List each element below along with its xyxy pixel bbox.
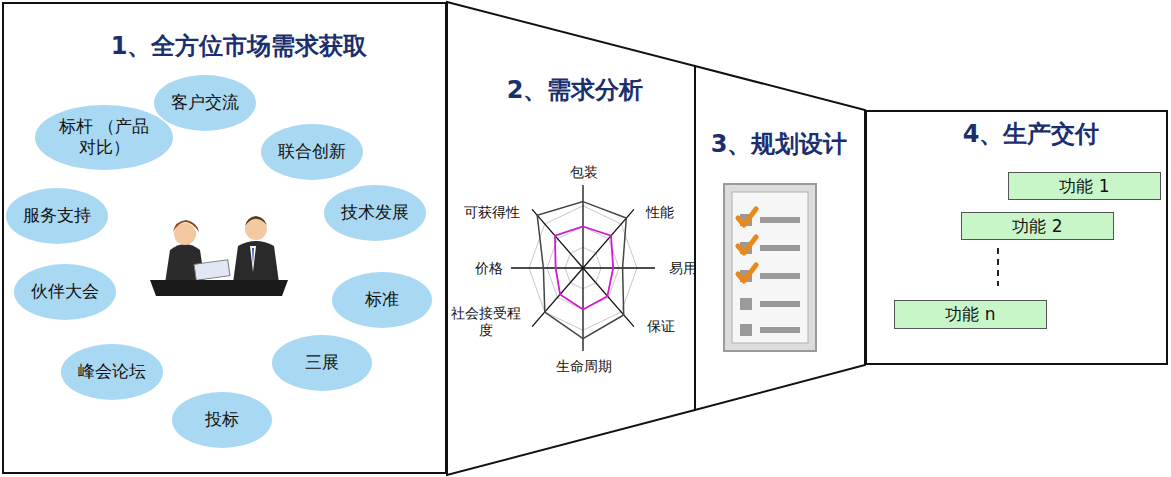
axis-label: 易用 <box>669 260 697 277</box>
axis-label: 保证 <box>647 318 675 335</box>
ellipse-text: 峰会论坛 <box>78 361 146 382</box>
stage-panel: 4、生产交付功能 1 功能 2 功能 n <box>865 110 1168 365</box>
source-ellipse: 投标 <box>172 392 272 448</box>
stage-panel: 2、需求分析 <box>447 2 695 475</box>
function-text: 功能 n <box>945 303 995 326</box>
meeting-illustration <box>150 216 288 296</box>
axis-label: 社会接受程度 <box>449 305 523 339</box>
radar-chart <box>511 185 655 351</box>
ellipse-text: 客户交流 <box>171 92 239 113</box>
axis-label: 生命周期 <box>556 358 612 375</box>
source-ellipse: 三展 <box>272 335 372 391</box>
axis-label: 性能 <box>646 204 674 221</box>
axis-label: 价格 <box>475 260 503 277</box>
ellipse-text: 标杆 （产品对比） <box>52 116 156 159</box>
function-box: 功能 2 <box>961 212 1114 240</box>
ellipse-text: 伙伴大会 <box>31 281 99 302</box>
panel-title: 4、生产交付 <box>963 120 1100 149</box>
panel-title: 1、全方位市场需求获取 <box>111 32 368 61</box>
stage-panel: 3、规划设计 <box>695 66 865 410</box>
ellipse-text: 服务支持 <box>23 205 91 226</box>
source-ellipse: 伙伴大会 <box>14 264 116 320</box>
function-text: 功能 1 <box>1059 175 1109 198</box>
function-box: 功能 n <box>894 300 1047 329</box>
ellipse-text: 三展 <box>305 352 339 373</box>
source-ellipse: 技术发展 <box>324 185 426 241</box>
ellipse-text: 标准 <box>365 289 399 310</box>
dashed-line <box>997 248 999 286</box>
source-ellipse: 标准 <box>332 272 432 328</box>
source-ellipse: 客户交流 <box>154 75 256 131</box>
panel-outline <box>695 66 865 410</box>
checklist-icon <box>724 184 816 351</box>
function-box: 功能 1 <box>1008 172 1161 200</box>
axis-label: 可获得性 <box>464 204 520 221</box>
axis-label: 包装 <box>570 164 598 181</box>
ellipse-text: 投标 <box>205 409 239 430</box>
function-text: 功能 2 <box>1012 215 1062 238</box>
source-ellipse: 峰会论坛 <box>61 344 163 400</box>
ellipse-text: 技术发展 <box>341 202 409 223</box>
panel-outline <box>447 2 695 475</box>
stage-panel: 1、全方位市场需求获取客户交流联合创新技术发展标准三展投标 峰会论坛 伙伴大会 服务支… <box>2 2 447 474</box>
ellipse-text: 联合创新 <box>278 141 346 162</box>
source-ellipse: 服务支持 <box>6 188 108 244</box>
source-ellipse: 标杆 （产品对比） <box>35 105 173 170</box>
source-ellipse: 联合创新 <box>261 124 363 180</box>
panel-title: 2、需求分析 <box>507 76 644 105</box>
panel-title: 3、规划设计 <box>711 130 848 159</box>
